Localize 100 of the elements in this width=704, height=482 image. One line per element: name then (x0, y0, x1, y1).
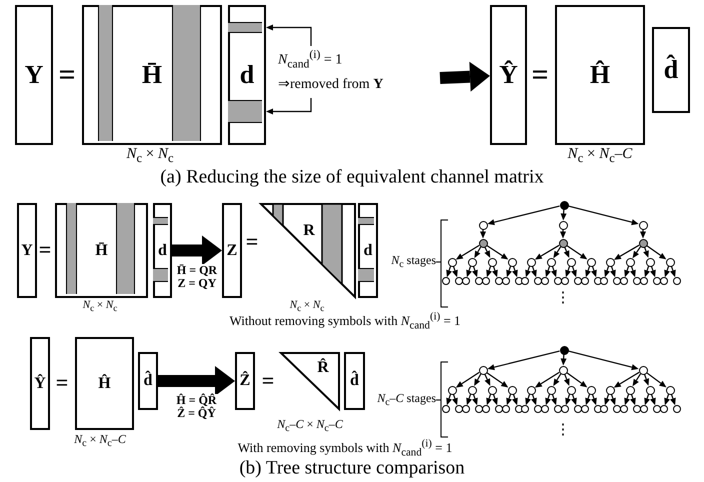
matrix-symbol: Y (24, 60, 44, 90)
tree-node (478, 220, 488, 230)
arrow (560, 354, 567, 366)
arrow (487, 206, 560, 226)
tree-node (620, 277, 628, 285)
matrix-symbol: R (303, 222, 315, 240)
arrow (568, 206, 639, 226)
tree-node (638, 220, 648, 230)
tree-node (462, 405, 470, 413)
arrow (571, 394, 577, 406)
arrow (474, 374, 482, 386)
tree-node (442, 277, 450, 285)
vector-box (15, 5, 53, 145)
arrow (632, 373, 641, 386)
arrow (531, 266, 537, 278)
highlighted-row (153, 217, 168, 225)
tree-node (632, 405, 640, 413)
tree-node (586, 386, 596, 394)
arrow (591, 266, 597, 278)
matrix-symbol: d (364, 242, 372, 260)
tree-node (520, 405, 528, 413)
ellipsis: ⋮ (556, 422, 570, 438)
tree-node (534, 277, 542, 285)
tree-node (626, 386, 634, 394)
tree-node (478, 366, 488, 374)
note-text: Without removing symbols with N$_{cand}$$^{(i)}$ = 1 (229, 312, 461, 332)
arrow (452, 394, 458, 406)
arrow (456, 372, 480, 388)
tree-node (488, 386, 496, 394)
arrow (480, 230, 486, 238)
highlighted-row (153, 268, 168, 282)
tree-node (666, 386, 674, 394)
arrow (466, 266, 472, 278)
arrow (565, 266, 571, 278)
arrow (551, 266, 557, 278)
tree-node (574, 277, 582, 285)
matrix-symbol: H̄ (95, 242, 108, 260)
matrix-box (55, 203, 148, 298)
arrow (643, 247, 649, 258)
arrow (484, 374, 490, 386)
tree-node (502, 405, 510, 413)
vector-box (222, 203, 242, 298)
tree-node (520, 277, 528, 285)
tree-node (546, 258, 556, 266)
tree-node (514, 405, 522, 413)
tree-node (620, 405, 628, 413)
arrow (565, 394, 571, 406)
matrix-symbol: Ŷ (34, 374, 46, 392)
arrow (566, 372, 588, 388)
matrix-symbol: Ŷ (499, 60, 518, 90)
tree-node (448, 258, 456, 266)
tree-node (612, 405, 620, 413)
tree-node (508, 258, 516, 266)
matrix-symbol: R̂ (317, 358, 329, 377)
tree-node (646, 258, 654, 266)
matrix-symbol: d̂ (144, 372, 152, 390)
tree-node (560, 346, 568, 354)
dimension-text: N$_{c}$ × N$_{c}$–C (74, 432, 126, 450)
arrow (492, 394, 498, 406)
block-arrow (440, 62, 490, 92)
tree-node (632, 277, 640, 285)
arrow (640, 230, 646, 238)
tree-node (474, 405, 482, 413)
stage-label: N$_{c}$–C stages (377, 392, 436, 408)
matrix-symbol: Ĥ (590, 60, 610, 90)
tree-node (558, 238, 568, 248)
matrix-symbol: d̂ (350, 372, 359, 390)
arrow (466, 394, 472, 406)
tree-node (646, 386, 654, 394)
tree-node (448, 386, 456, 394)
arrow (553, 374, 562, 386)
tree-node (468, 386, 476, 394)
arrow (492, 266, 498, 278)
arrow (553, 246, 562, 258)
tree-node (514, 277, 522, 285)
tree-node (560, 277, 568, 285)
block-arrow (172, 236, 222, 266)
arrow (568, 350, 639, 370)
arrow (564, 246, 570, 258)
shaded-column (172, 5, 201, 141)
arrow (646, 245, 666, 260)
tree-node (534, 405, 542, 413)
equals-sign: = (262, 368, 274, 394)
dimension-text: N$_{c}$–C × N$_{c}$–C (277, 418, 343, 434)
tree-node (558, 220, 568, 230)
caption: (b) Tree structure comparison (239, 458, 465, 480)
arrow (604, 266, 610, 278)
tree-node (600, 277, 608, 285)
tree-node (600, 405, 608, 413)
tree-node (468, 258, 476, 266)
annotation-text: N$_{cand}$$^{(i)}$ = 1 ⇒removed from Y (278, 46, 398, 98)
tree-node (566, 386, 576, 394)
tree-node (494, 405, 502, 413)
arrow (525, 394, 531, 406)
tree-node (666, 258, 674, 266)
tree-node (626, 258, 634, 266)
arrow (486, 372, 508, 388)
arrow (545, 266, 551, 278)
tree-node (454, 277, 462, 285)
equals-sign: = (38, 238, 52, 262)
